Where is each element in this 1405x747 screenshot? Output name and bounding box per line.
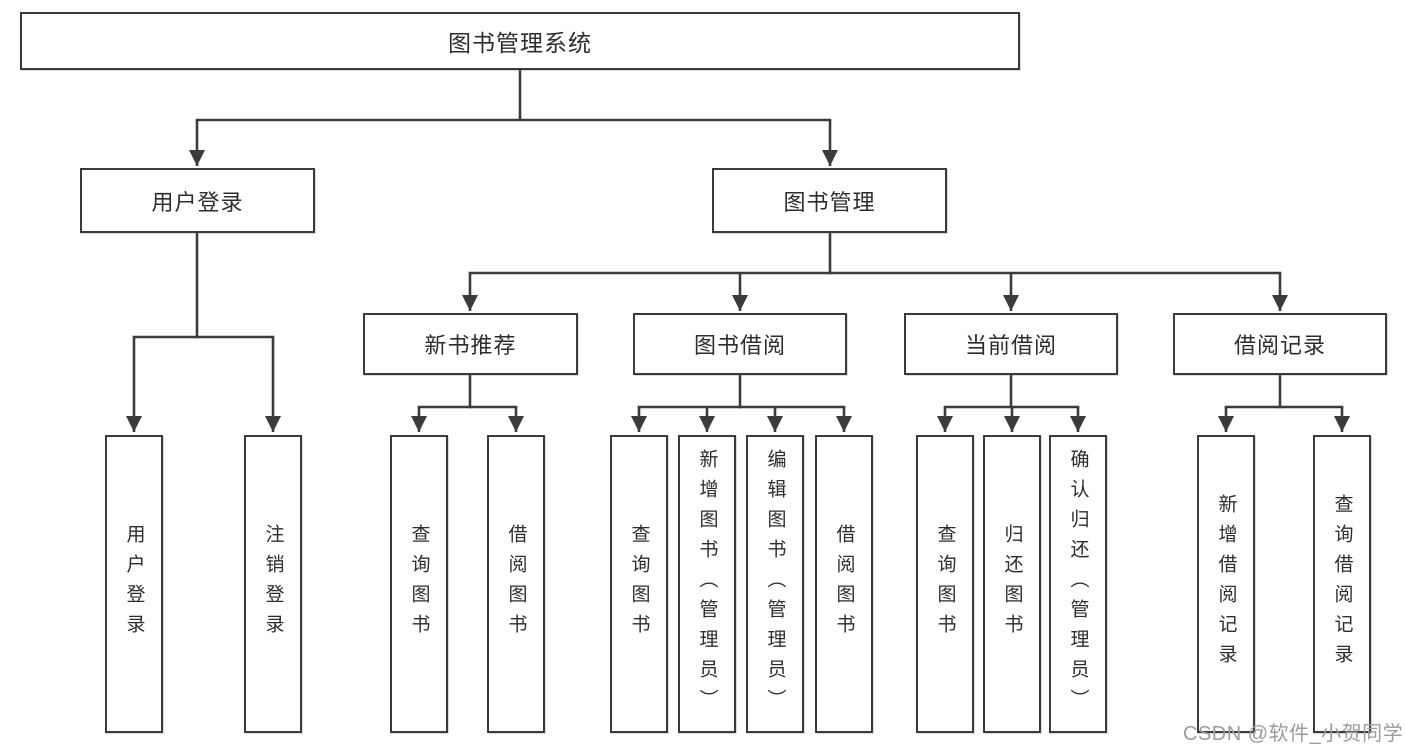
leaf-confirm-return-admin: 确认归还（管理员） [1049, 435, 1107, 733]
node-label: 图书管理 [783, 189, 876, 215]
leaf-label: 查询借阅记录 [1331, 494, 1353, 674]
node-label: 借阅记录 [1233, 333, 1326, 358]
node-label: 新书推荐 [424, 333, 517, 358]
leaf-query-borrow-record: 查询借阅记录 [1313, 435, 1371, 733]
leaf-borrow-books-recommend: 借阅图书 [487, 435, 545, 733]
leaf-label: 确认归还（管理员） [1067, 449, 1089, 719]
node-label: 用户登录 [151, 189, 244, 215]
leaf-borrow-books: 借阅图书 [815, 435, 873, 733]
leaf-label: 查询图书 [934, 524, 956, 644]
node-current-borrowing: 当前借阅 [904, 313, 1118, 375]
leaf-label: 归还图书 [1001, 524, 1023, 644]
leaf-query-books-current: 查询图书 [916, 435, 974, 733]
node-label: 图书管理系统 [448, 30, 592, 56]
node-label: 当前借阅 [964, 333, 1057, 358]
leaf-edit-book-admin: 编辑图书（管理员） [746, 435, 804, 733]
leaf-query-books-recommend: 查询图书 [390, 435, 448, 733]
node-book-management: 图书管理 [712, 168, 947, 233]
node-label: 图书借阅 [693, 333, 786, 358]
watermark: CSDN @软件_小贺同学 [1183, 723, 1404, 745]
leaf-label: 借阅图书 [833, 524, 855, 644]
leaf-logout: 注销登录 [244, 435, 302, 733]
leaf-label: 编辑图书（管理员） [764, 449, 786, 719]
leaf-query-books-borrow: 查询图书 [610, 435, 668, 733]
leaf-label: 新增图书（管理员） [696, 449, 718, 719]
leaf-user-login: 用户登录 [105, 435, 163, 733]
node-book-borrowing: 图书借阅 [633, 313, 847, 375]
leaf-label: 注销登录 [262, 524, 284, 644]
leaf-add-borrow-record: 新增借阅记录 [1197, 435, 1255, 733]
node-library-management-system: 图书管理系统 [20, 12, 1020, 70]
leaf-label: 查询图书 [628, 524, 650, 644]
leaf-add-book-admin: 新增图书（管理员） [678, 435, 736, 733]
leaf-label: 用户登录 [123, 524, 145, 644]
leaf-label: 查询图书 [408, 524, 430, 644]
node-user-login: 用户登录 [80, 168, 315, 233]
leaf-label: 新增借阅记录 [1215, 494, 1237, 674]
node-borrowing-records: 借阅记录 [1173, 313, 1387, 375]
node-new-book-recommendation: 新书推荐 [363, 313, 578, 375]
leaf-label: 借阅图书 [505, 524, 527, 644]
leaf-return-books: 归还图书 [983, 435, 1041, 733]
